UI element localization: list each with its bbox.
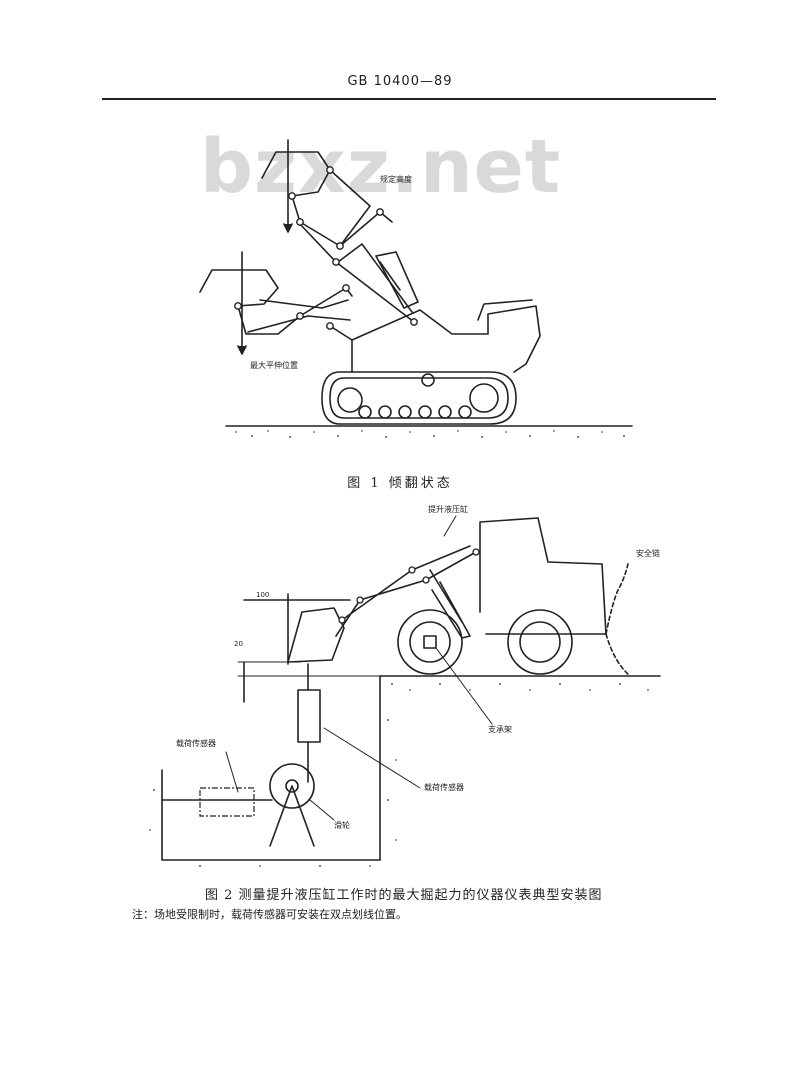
dim-vertical: 20 (234, 640, 243, 648)
figure-2-caption: 图 2 测量提升液压缸工作时的最大掘起力的仪器仪表典型安装图 (205, 888, 603, 903)
label-support: 支承架 (488, 724, 512, 734)
dim-horizontal: 100 (256, 591, 269, 599)
label-specified-height: 规定高度 (380, 174, 412, 184)
label-load-sensor-right: 载荷传感器 (424, 782, 464, 792)
label-lift-cylinder: 提升液压缸 (428, 504, 468, 514)
label-max-reach: 最大平伸位置 (250, 360, 298, 370)
figure-2-installation-diagram: 100 20 提升液压缸 安全链 支承架 载荷传感器 载荷传感器 滑轮 (149, 504, 661, 867)
figure-1-tipping-state: 规定高度 最大平伸位置 (199, 139, 633, 438)
figure-2-note: 注：场地受限制时，载荷传感器可安装在双点划线位置。 (132, 908, 407, 921)
label-pulley: 滑轮 (334, 820, 350, 830)
watermark: bzxz.net (200, 124, 562, 210)
label-load-sensor-left: 载荷传感器 (176, 738, 216, 748)
label-safety-chain: 安全链 (636, 548, 660, 558)
figure-1-caption: 图 1 倾翻状态 (347, 476, 453, 491)
standard-code: GB 10400—89 (347, 74, 453, 89)
header-rule (102, 98, 716, 100)
